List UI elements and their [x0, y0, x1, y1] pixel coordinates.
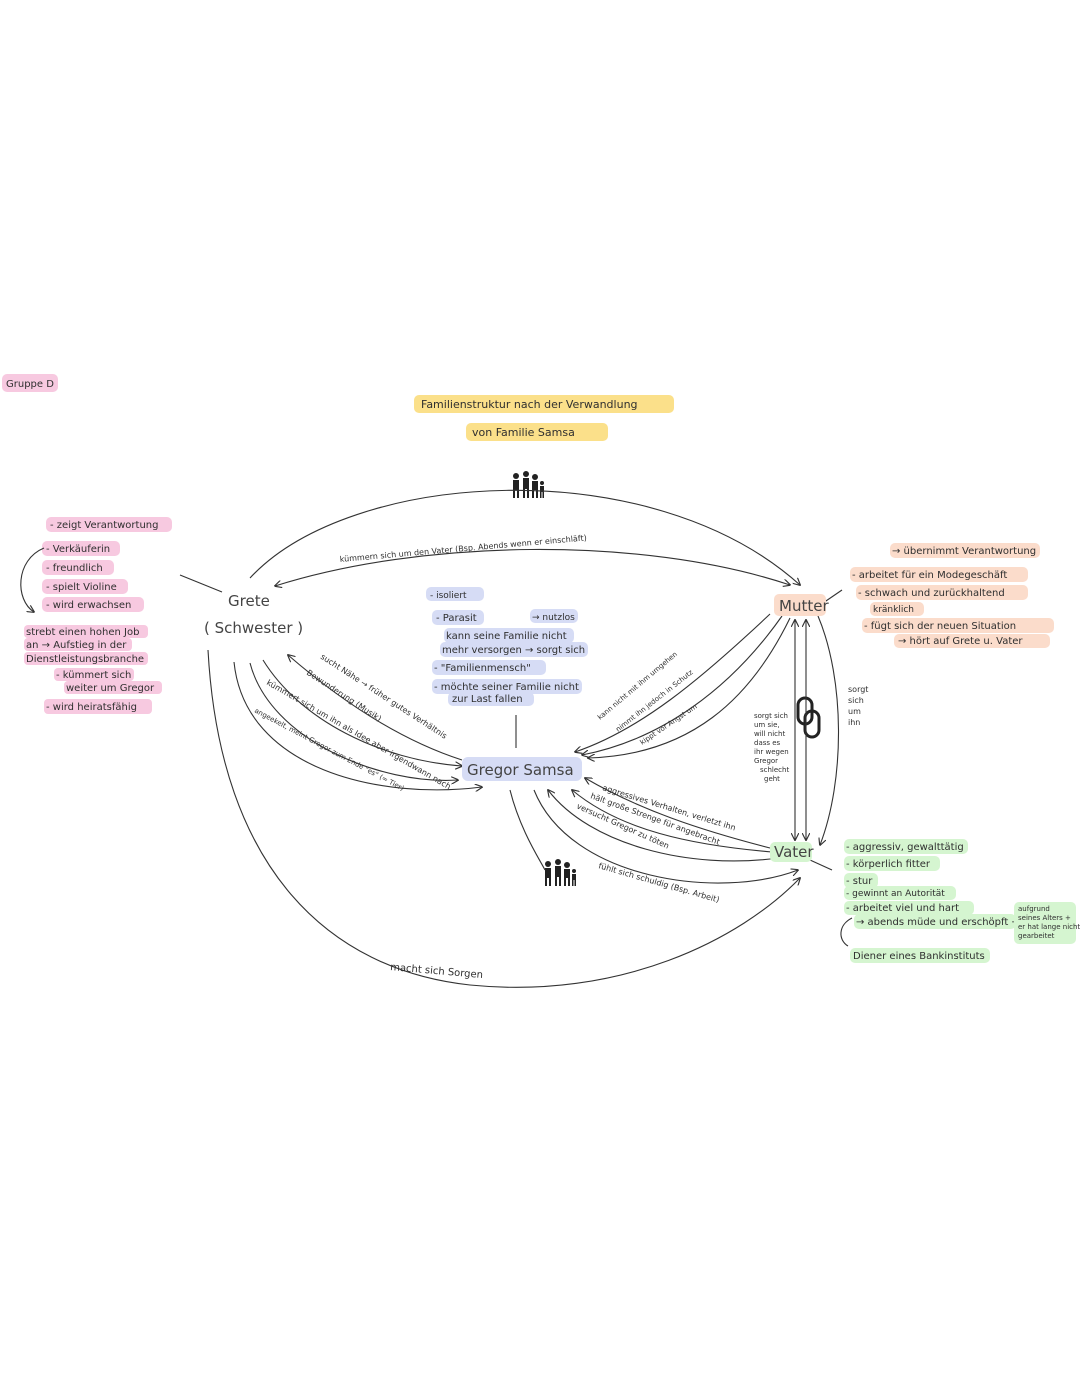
edge-grete-mutter: [275, 548, 790, 586]
svg-text:seines Alters +: seines Alters +: [1018, 914, 1071, 922]
svg-text:- kümmert sich: - kümmert sich: [56, 670, 131, 681]
svg-text:von Familie Samsa: von Familie Samsa: [472, 426, 575, 439]
svg-text:( Schwester ): ( Schwester ): [204, 619, 303, 637]
vater-mutter-label: sorgt sich um ihn: [848, 685, 868, 727]
node-mutter: Mutter: [774, 594, 829, 616]
node-vater: Vater: [770, 842, 814, 862]
edge-vater-gregor-4: [533, 789, 798, 884]
svg-text:will nicht: will nicht: [754, 730, 785, 738]
svg-text:Mutter: Mutter: [779, 597, 829, 615]
edge-grete-gregor-4: [233, 661, 482, 790]
svg-text:- zeigt Verantwortung: - zeigt Verantwortung: [50, 520, 158, 531]
gregor-trait-list: - isoliert - Parasit → nutzlos kann sein…: [426, 587, 588, 706]
edge-grete-vater: [207, 649, 800, 988]
svg-text:Gruppe D: Gruppe D: [6, 379, 54, 390]
svg-text:strebt einen hohen Job: strebt einen hohen Job: [26, 627, 139, 638]
connector-grete: [179, 574, 223, 593]
svg-text:- möchte seiner Familie nicht: - möchte seiner Familie nicht: [434, 682, 579, 693]
svg-text:- arbeitet für ein Modegeschäf: - arbeitet für ein Modegeschäft: [852, 570, 1007, 581]
svg-text:→ nutzlos: → nutzlos: [532, 613, 575, 623]
edge-gregor-bottom: [509, 789, 546, 871]
svg-text:weiter um Gregor: weiter um Gregor: [66, 683, 155, 694]
svg-text:- wird erwachsen: - wird erwachsen: [46, 600, 131, 611]
svg-text:- isoliert: - isoliert: [430, 591, 467, 601]
vater-trait-bracket: [840, 917, 853, 947]
svg-text:Grete: Grete: [228, 592, 270, 610]
svg-text:- freundlich: - freundlich: [46, 563, 103, 574]
chain-link-icon: [796, 696, 821, 739]
connector-vater: [809, 859, 833, 871]
svg-text:Gregor: Gregor: [754, 757, 778, 765]
label-grete-vater: macht sich Sorgen: [390, 962, 484, 981]
svg-text:- Verkäuferin: - Verkäuferin: [46, 544, 110, 555]
svg-text:mehr versorgen → sorgt sich: mehr versorgen → sorgt sich: [442, 645, 585, 656]
family-icon: [545, 859, 576, 886]
edge-vater-gregor-1: [585, 778, 771, 849]
svg-text:aufgrund: aufgrund: [1018, 905, 1050, 913]
svg-text:→ hört auf Grete u. Vater: → hört auf Grete u. Vater: [898, 636, 1023, 647]
svg-text:zur Last fallen: zur Last fallen: [452, 694, 523, 705]
vater-trait-list: - aggressiv, gewalttätig - körperlich fi…: [840, 839, 1080, 963]
edge-mutter-gregor-1: [575, 613, 771, 752]
svg-text:Dienstleistungsbranche: Dienstleistungsbranche: [26, 654, 144, 665]
svg-text:→ übernimmt Verantwortung: → übernimmt Verantwortung: [892, 546, 1036, 557]
svg-text:schlecht: schlecht: [760, 766, 789, 774]
svg-text:- gewinnt an Autorität: - gewinnt an Autorität: [846, 889, 945, 899]
label-grete-mutter: kümmern sich um den Vater (Bsp. Abends w…: [339, 533, 587, 564]
group-label: Gruppe D: [2, 374, 58, 392]
edge-grete-gregor-2: [262, 659, 462, 766]
svg-text:- körperlich fitter: - körperlich fitter: [846, 859, 931, 870]
svg-text:- fügt sich der neuen Situatio: - fügt sich der neuen Situation: [864, 621, 1016, 632]
svg-text:kann seine Familie nicht: kann seine Familie nicht: [446, 631, 567, 642]
svg-text:er hat lange nicht: er hat lange nicht: [1018, 923, 1080, 931]
svg-text:- Parasit: - Parasit: [436, 613, 477, 624]
svg-text:sorgt: sorgt: [848, 685, 868, 694]
family-icon: [513, 471, 544, 498]
svg-text:Diener eines Bankinstituts: Diener eines Bankinstituts: [853, 951, 985, 962]
svg-text:- schwach und zurückhaltend: - schwach und zurückhaltend: [858, 588, 1005, 599]
diagram-title: Familienstruktur nach der Verwandlung vo…: [414, 395, 674, 441]
vater-gregor-labels: aggressives Verhalten, verletzt ihn hält…: [575, 783, 737, 904]
edge-mutter-gregor-2: [582, 615, 783, 755]
edge-vater-gregor-2: [572, 790, 773, 853]
edge-mutter-vater-outer: [817, 615, 840, 845]
svg-text:- aggressiv, gewalttätig: - aggressiv, gewalttätig: [846, 842, 964, 853]
grete-gregor-labels: sucht Nähe → früher gutes Verhältnis Bew…: [253, 652, 452, 793]
edge-vater-gregor-3: [548, 790, 779, 862]
svg-text:nimmt ihn jedoch in Schutz: nimmt ihn jedoch in Schutz: [614, 668, 695, 733]
svg-text:- spielt Violine: - spielt Violine: [46, 582, 117, 593]
svg-text:- stur: - stur: [846, 876, 873, 887]
svg-text:ihr wegen: ihr wegen: [754, 748, 789, 756]
mutter-vater-label: sorgt sich um sie, will nicht dass es ih…: [754, 712, 789, 783]
svg-text:Vater: Vater: [774, 843, 814, 861]
grete-trait-list: - zeigt Verantwortung - Verkäuferin - fr…: [20, 517, 172, 714]
mutter-gregor-labels: kann nicht mit ihm umgehen nimmt ihn jed…: [596, 650, 699, 746]
svg-text:um: um: [848, 707, 861, 716]
svg-text:- wird heiratsfähig: - wird heiratsfähig: [46, 702, 137, 713]
svg-text:- "Familienmensch": - "Familienmensch": [434, 663, 531, 674]
svg-text:kränklich: kränklich: [873, 605, 914, 615]
svg-text:an → Aufstieg in der: an → Aufstieg in der: [26, 640, 127, 651]
svg-text:Gregor Samsa: Gregor Samsa: [467, 761, 574, 779]
svg-text:- arbeitet viel und hart: - arbeitet viel und hart: [846, 903, 959, 914]
grete-trait-bracket: [20, 547, 45, 612]
svg-text:sorgt sich: sorgt sich: [754, 712, 788, 720]
svg-text:geht: geht: [764, 775, 780, 783]
svg-text:um sie,: um sie,: [754, 721, 780, 729]
svg-text:dass es: dass es: [754, 739, 781, 747]
edge-grete-gregor-3: [249, 662, 458, 780]
svg-text:ihn: ihn: [848, 718, 860, 727]
node-gregor: Gregor Samsa: [462, 757, 582, 781]
edge-mutter-gregor-3: [588, 617, 791, 758]
edge-grete-mutter-top: [249, 489, 800, 585]
svg-text:gearbeitet: gearbeitet: [1018, 932, 1055, 940]
connector-mutter: [822, 589, 843, 604]
svg-text:Familienstruktur nach der Verw: Familienstruktur nach der Verwandlung: [421, 398, 638, 411]
svg-text:sich: sich: [848, 696, 864, 705]
node-grete: Grete ( Schwester ): [204, 592, 303, 637]
svg-text:→ abends müde und erschöpft →: → abends müde und erschöpft →: [856, 917, 1020, 928]
edge-grete-gregor-1: [288, 655, 463, 761]
mutter-trait-list: → übernimmt Verantwortung - arbeitet für…: [850, 543, 1054, 648]
